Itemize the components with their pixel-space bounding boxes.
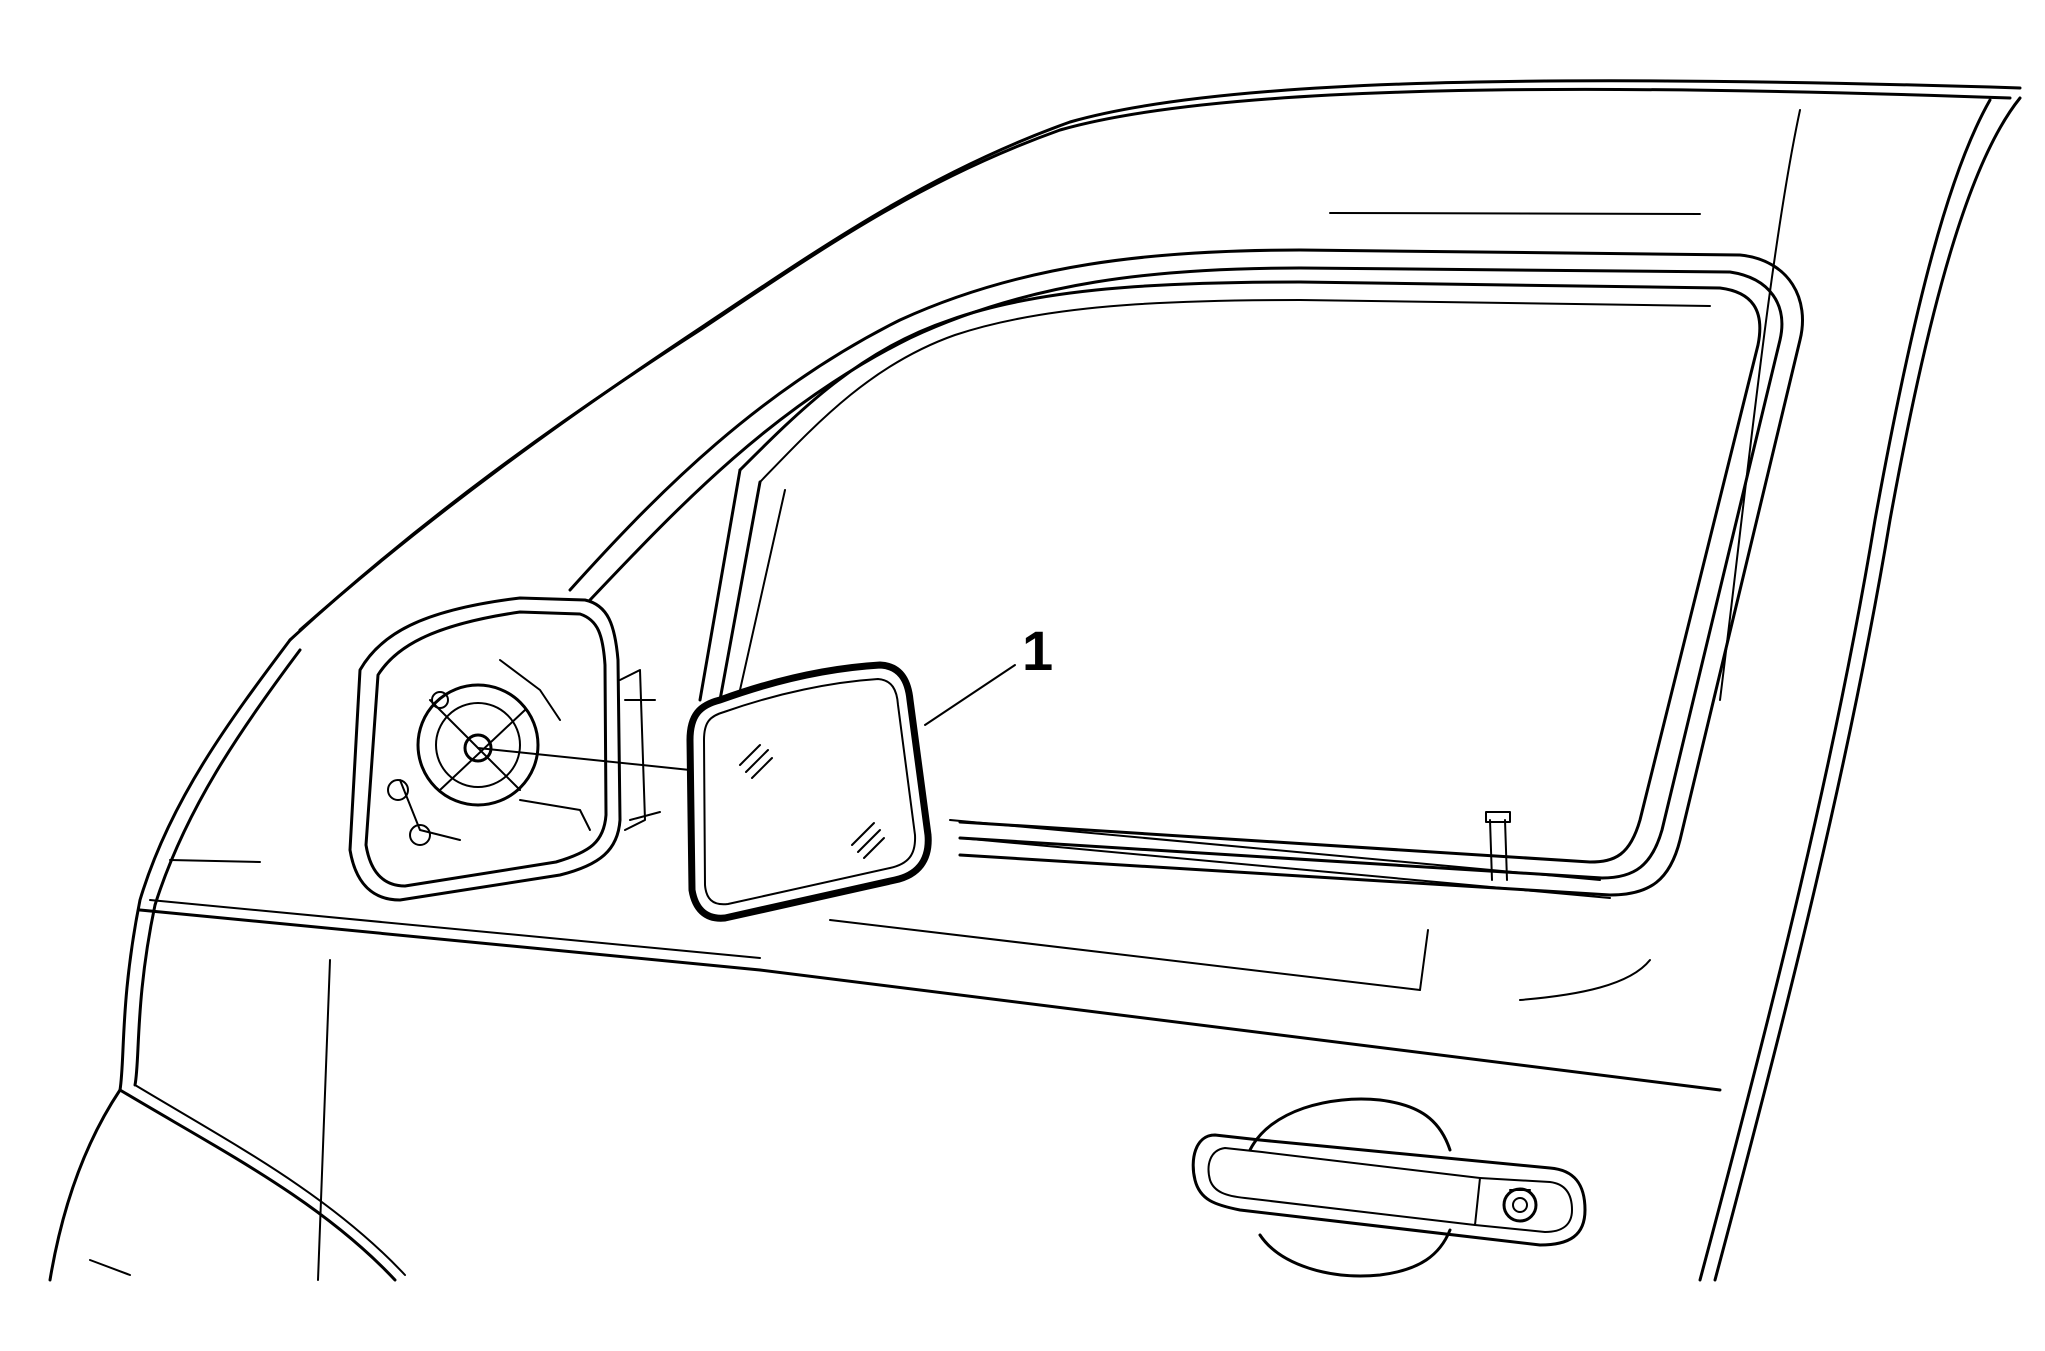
callout-1-label: 1: [1022, 619, 1053, 682]
mirror-housing: [348, 596, 661, 902]
callout-1: 1: [924, 619, 1053, 726]
door-handle: [1191, 1097, 1587, 1278]
mirror-glass: [686, 661, 932, 922]
alignment-line: [477, 747, 691, 771]
callout-1-leader: [924, 664, 1016, 726]
door-body-outline: [48, 79, 2022, 1282]
door-window-frame: [568, 212, 1804, 1001]
